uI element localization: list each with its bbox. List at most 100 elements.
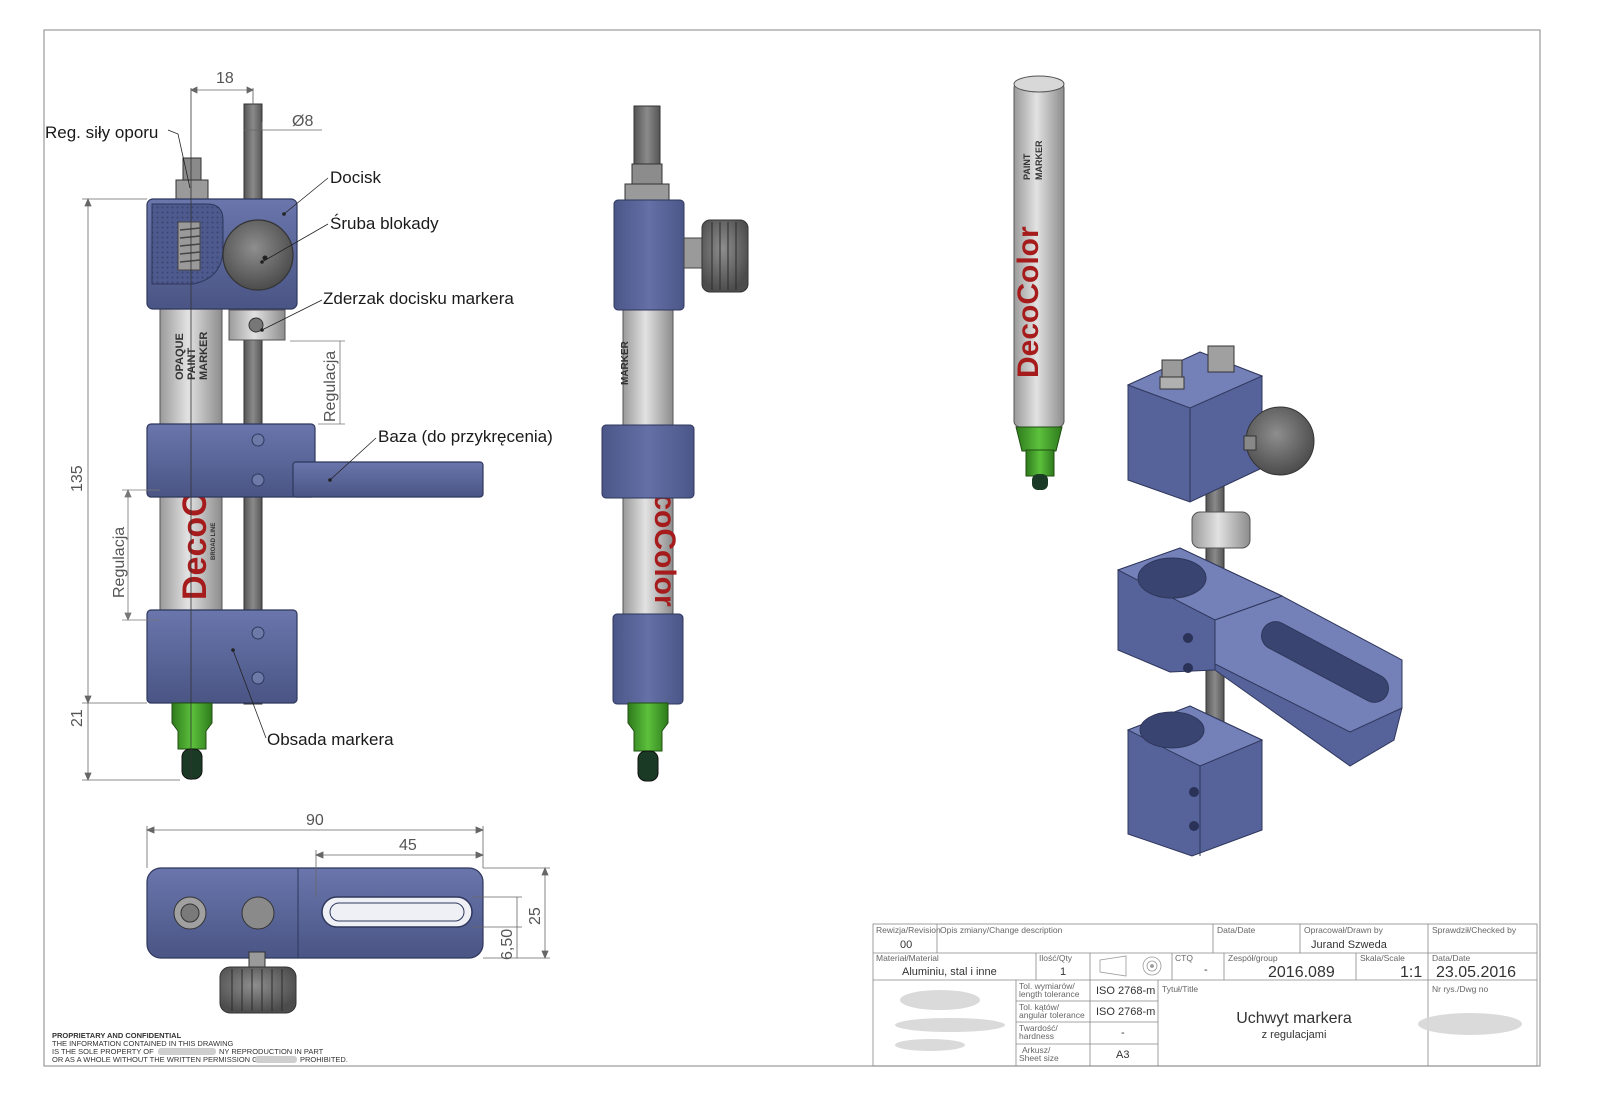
tb-ang-tol-label1: Tol. kątów/ <box>1019 1002 1060 1012</box>
tb-qty-label: Ilość/Qty <box>1039 953 1073 963</box>
iso-marker: DecoColor PAINT MARKER <box>1012 75 1065 490</box>
tb-scale-label: Skala/Scale <box>1360 953 1405 963</box>
dim-21 <box>82 703 180 782</box>
tb-title-label: Tytuł/Title <box>1162 984 1198 994</box>
tb-date-label: Data/Date <box>1217 925 1256 935</box>
dim-18 <box>190 86 254 94</box>
top-knob <box>219 966 297 1014</box>
callout-clamp: Docisk <box>330 168 382 187</box>
tb-change-label: Opis zmiany/Change description <box>940 925 1063 935</box>
tb-drawn-value: Jurand Szweda <box>1311 939 1388 951</box>
tb-title-line1: Uchwyt markera <box>1236 1010 1352 1027</box>
dim-45-text: 45 <box>399 837 417 854</box>
side-base-block <box>601 424 695 499</box>
tb-hard-label1: Twardość/ <box>1019 1023 1058 1033</box>
tb-lin-tol-value: ISO 2768-m <box>1096 985 1155 997</box>
tb-ang-tol-value: ISO 2768-m <box>1096 1006 1155 1018</box>
callout-lock-screw: Śruba blokady <box>330 214 439 233</box>
top-view: 90 45 25 6,50 <box>145 812 550 1014</box>
tb-title-line2: z regulacjami <box>1262 1029 1327 1041</box>
iso-assembly <box>1116 345 1403 857</box>
tb-material-label: Materiał/Material <box>876 953 939 963</box>
dim-135-text: 135 <box>69 465 86 492</box>
iso-marker-print-2: MARKER <box>1034 140 1044 180</box>
marker-print-line4: BROAD LINE <box>211 523 217 560</box>
marker-holder <box>146 609 298 704</box>
redacted-dwg-no <box>1418 1013 1522 1035</box>
tb-ang-tol-label2: angular tolerance <box>1019 1010 1085 1020</box>
tb-dwg-label: Nr rys./Dwg no <box>1432 984 1488 994</box>
tb-hard-value: - <box>1121 1027 1125 1039</box>
callout-holder: Obsada markera <box>267 730 394 749</box>
dim-8 <box>244 122 322 131</box>
dim-adjust-side <box>122 488 160 622</box>
tb-checked-label: Sprawdził/Checked by <box>1432 925 1517 935</box>
tb-sheet-label1: Arkusz/ <box>1022 1045 1051 1055</box>
marker-print-line3: MARKER <box>198 332 210 380</box>
force-adjust-nut <box>175 179 209 201</box>
callout-leaders <box>167 129 377 739</box>
dim-90 <box>145 826 485 868</box>
conf-line4: OR AS A WHOLE WITHOUT THE WRITTEN PERMIS… <box>52 1055 263 1064</box>
dim-18-text: 18 <box>216 70 234 87</box>
tolerance-symbols <box>1099 955 1162 977</box>
base-block <box>146 423 316 498</box>
tb-rev-value: 00 <box>900 939 912 951</box>
side-view: DecoColor MARKER <box>601 105 749 782</box>
conf-line1: PROPRIETARY AND CONFIDENTIAL <box>52 1031 182 1040</box>
sheet-border <box>43 29 1541 1067</box>
side-lock-knob <box>701 219 749 293</box>
dim-25 <box>483 866 550 960</box>
tb-hard-label2: hardness <box>1019 1031 1054 1041</box>
title-block <box>872 923 1538 1067</box>
redacted-logo <box>895 990 1005 1051</box>
tb-material-value: Aluminiu, stal i inne <box>902 966 997 978</box>
dim-21-text: 21 <box>69 709 86 727</box>
tb-ctq-label: CTQ <box>1175 953 1193 963</box>
conf-line2: THE INFORMATION CONTAINED IN THIS DRAWIN… <box>52 1039 234 1048</box>
clamp-spring <box>177 221 201 271</box>
dim-8-text: Ø8 <box>292 113 313 130</box>
side-marker-tip <box>627 702 669 752</box>
side-clamp-block <box>613 199 685 311</box>
callout-marker-stop: Zderzak docisku markera <box>323 289 514 308</box>
dim-135 <box>82 197 147 705</box>
dim-650-text: 6,50 <box>499 929 516 960</box>
callout-base: Baza (do przykręcenia) <box>378 427 553 446</box>
tb-group-value: 2016.089 <box>1268 964 1335 981</box>
dim-90-text: 90 <box>306 812 324 829</box>
top-rod <box>241 896 275 930</box>
marker-tip <box>171 702 213 750</box>
marker-print-line2: PAINT <box>186 348 198 380</box>
conf-line3: IS THE SOLE PROPERTY OF <box>52 1047 154 1056</box>
tb-rev-label: Rewizja/Revision <box>876 925 941 935</box>
side-marker-print: MARKER <box>620 340 631 385</box>
adjust-side-label: Regulacja <box>111 527 128 598</box>
dim-45 <box>314 850 485 897</box>
top-slot <box>321 896 473 928</box>
dim-adjust-vertical <box>290 340 345 425</box>
tb-ctq-value: - <box>1204 964 1208 976</box>
base-arm <box>292 461 484 498</box>
conf-line4b: PROHIBITED. <box>300 1055 348 1064</box>
conf-redactions <box>158 1048 297 1063</box>
iso-marker-print-1: PAINT <box>1022 153 1032 180</box>
conf-line3b: NY REPRODUCTION IN PART <box>219 1047 324 1056</box>
tb-date2-label: Data/Date <box>1432 953 1471 963</box>
marker-nib <box>181 748 203 780</box>
iso-marker-brand: DecoColor <box>1012 226 1045 378</box>
tb-date2-value: 23.05.2016 <box>1436 964 1516 981</box>
tb-lin-tol-label2: length tolerance <box>1019 989 1080 999</box>
tb-lin-tol-label1: Tol. wymiarów/ <box>1019 981 1075 991</box>
marker-print-line1: OPAQUE <box>174 333 186 380</box>
lock-knob <box>222 219 294 291</box>
tb-group-label: Zespół/group <box>1228 953 1278 963</box>
tb-sheet-label2: Sheet size <box>1019 1053 1059 1063</box>
front-view: DecoColor OPAQUE PAINT MARKER BROAD LINE <box>45 70 553 782</box>
dim-650 <box>472 896 522 958</box>
tb-scale-value: 1:1 <box>1400 964 1422 981</box>
spring-coils <box>179 227 201 263</box>
tb-drawn-label: Opracował/Drawn by <box>1304 925 1384 935</box>
dim-25-text: 25 <box>527 907 544 925</box>
